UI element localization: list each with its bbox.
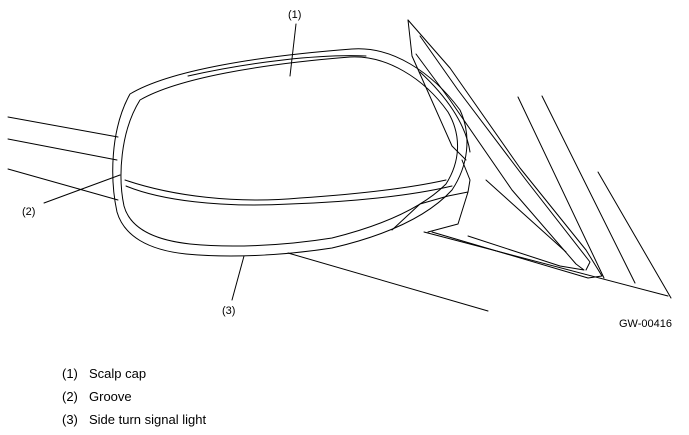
door-body-lines	[7, 95, 672, 312]
leader-line-2	[43, 174, 121, 204]
leader-lines	[43, 23, 297, 301]
legend-item-groove: (2) Groove	[62, 385, 206, 408]
legend-number: (3)	[62, 412, 78, 427]
legend-label: Side turn signal light	[89, 412, 207, 427]
figure-code: GW-00416	[619, 318, 672, 330]
mirror-housing	[112, 48, 471, 257]
legend-item-side-turn-signal-light: (3) Side turn signal light	[62, 408, 206, 431]
legend-label: Scalp cap	[89, 366, 147, 381]
legend-label: Groove	[89, 389, 132, 404]
legend-number: (2)	[62, 389, 78, 404]
legend-number: (1)	[62, 366, 78, 381]
callout-2: (2)	[22, 206, 35, 218]
legend: (1) Scalp cap (2) Groove (3) Side turn sign…	[62, 362, 206, 431]
leader-line-1	[289, 23, 297, 77]
mirror-base	[391, 19, 603, 279]
callout-1: (1)	[288, 9, 301, 21]
legend-item-scalp-cap: (1) Scalp cap	[62, 362, 206, 385]
leader-line-3	[231, 255, 245, 301]
callout-3: (3)	[222, 305, 235, 317]
